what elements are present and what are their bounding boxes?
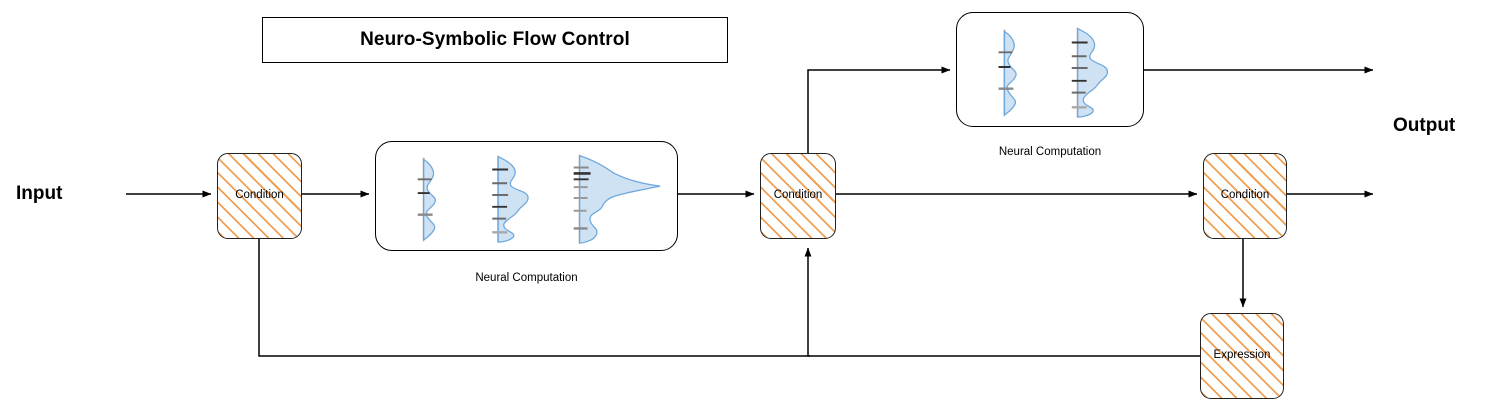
edge-expr1-to-cond2-feedback — [804, 247, 1200, 357]
node-condition-1[interactable]: Condition — [217, 153, 302, 239]
output-label: Output — [1393, 115, 1456, 136]
input-label: Input — [16, 183, 63, 204]
distribution-2 — [1071, 27, 1109, 118]
page-title: Neuro-Symbolic Flow Control — [360, 29, 630, 50]
node-neural-computation-1[interactable] — [375, 141, 678, 251]
node-label: Expression — [1213, 349, 1271, 362]
node-expression-1[interactable]: Expression — [1200, 313, 1284, 399]
distribution-1 — [998, 29, 1017, 117]
density-plot-icon — [417, 154, 661, 244]
edge-cond2-to-nn2 — [807, 66, 951, 153]
distribution-1 — [417, 157, 436, 242]
caption-neural-computation-1: Neural Computation — [475, 272, 578, 284]
caption-neural-computation-2: Neural Computation — [998, 146, 1102, 158]
distribution-3 — [573, 154, 661, 244]
node-label: Condition — [773, 189, 823, 202]
diagram-title-box: Neuro-Symbolic Flow Control — [262, 17, 728, 63]
node-condition-2[interactable]: Condition — [760, 153, 836, 239]
edge-cond1-to-cond2-feedback — [258, 239, 810, 357]
density-plot-icon — [998, 27, 1109, 118]
distribution-2 — [492, 155, 529, 243]
node-label: Condition — [235, 189, 284, 202]
node-neural-computation-2[interactable] — [956, 12, 1144, 127]
node-condition-3[interactable]: Condition — [1203, 153, 1287, 239]
node-label: Condition — [1220, 189, 1270, 202]
